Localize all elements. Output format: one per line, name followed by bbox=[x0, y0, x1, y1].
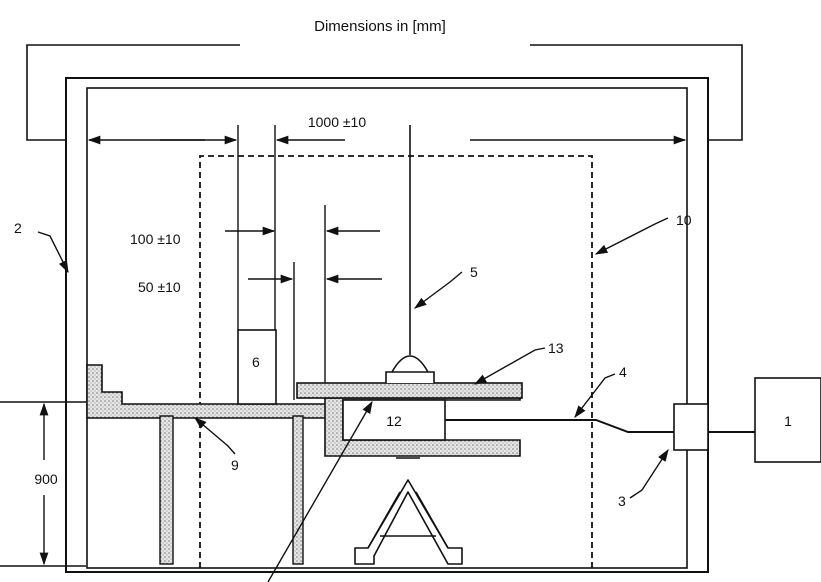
shielded-enclosure-inner bbox=[86, 87, 688, 569]
title-text: Dimensions in [mm] bbox=[314, 18, 446, 35]
table-leg-right bbox=[292, 415, 304, 565]
box-3 bbox=[673, 403, 709, 451]
dim-900-text: 900 bbox=[34, 471, 58, 487]
device-6-box bbox=[237, 329, 277, 405]
leader-12 bbox=[267, 400, 373, 582]
dashed-boundary bbox=[199, 155, 593, 568]
leader-5 bbox=[413, 271, 463, 309]
callout-5: 5 bbox=[470, 264, 478, 280]
box-1 bbox=[754, 377, 821, 463]
dim-1000-text: 1000 ±10 bbox=[308, 114, 367, 130]
shielded-enclosure-outer bbox=[65, 77, 709, 573]
callout-13: 13 bbox=[548, 340, 564, 356]
callout-2: 2 bbox=[14, 220, 22, 236]
stand-a-frame bbox=[354, 479, 463, 565]
leader-9 bbox=[194, 417, 236, 455]
leader-10 bbox=[594, 217, 669, 255]
frame-top-right bbox=[530, 44, 743, 141]
callout-10: 10 bbox=[676, 212, 692, 228]
table-leg-left bbox=[159, 415, 174, 565]
stand-leg-right-outer bbox=[415, 491, 449, 549]
dim-100-text: 100 ±10 bbox=[130, 231, 181, 247]
leader-13 bbox=[473, 347, 546, 385]
frame-top-left bbox=[26, 44, 240, 141]
leader-4 bbox=[574, 373, 616, 418]
callout-9: 9 bbox=[231, 457, 239, 473]
callout-3: 3 bbox=[618, 493, 626, 509]
ground-plane-13 bbox=[296, 382, 523, 399]
cable-4 bbox=[445, 419, 674, 433]
dim-50-text: 50 ±10 bbox=[138, 279, 181, 295]
callout-4: 4 bbox=[619, 364, 627, 380]
callout-12: 12 bbox=[386, 413, 402, 429]
stand-leg-left-outer bbox=[367, 491, 401, 549]
dome-eut bbox=[385, 355, 435, 383]
leader-2 bbox=[37, 231, 69, 274]
callout-1: 1 bbox=[784, 413, 792, 429]
leader-3 bbox=[629, 448, 669, 499]
callout-6: 6 bbox=[252, 354, 260, 370]
